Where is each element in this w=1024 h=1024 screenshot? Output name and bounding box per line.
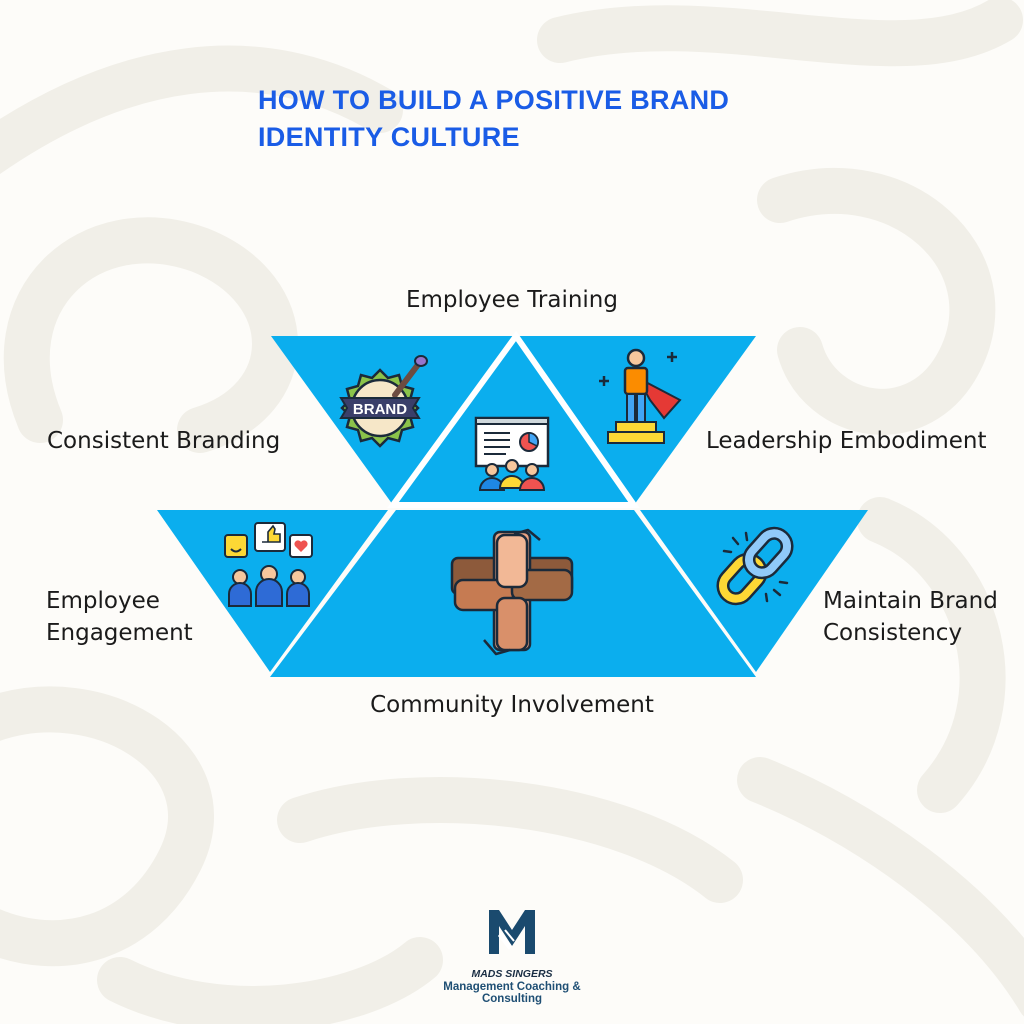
company-logo: MADS SINGERS Management Coaching & Consu… (412, 906, 612, 1006)
m-logo-mark-icon (489, 910, 535, 954)
label-employee-engagement: Employee Engagement (46, 585, 193, 649)
logo-company-name: MADS SINGERS (471, 968, 553, 980)
label-maintain-brand-consistency-line-2: Consistency (823, 620, 963, 646)
hero-on-podium-icon (599, 348, 682, 444)
title-line-1: HOW TO BUILD A POSITIVE BRAND (258, 85, 730, 115)
feedback-people-icon (224, 522, 313, 607)
label-leadership-embodiment: Leadership Embodiment (706, 428, 987, 454)
label-employee-engagement-line-2: Engagement (46, 620, 193, 646)
title-line-2: IDENTITY CULTURE (258, 122, 520, 152)
label-consistent-branding: Consistent Branding (47, 428, 281, 454)
infographic-title: HOW TO BUILD A POSITIVE BRAND IDENTITY C… (258, 82, 818, 156)
label-community-involvement: Community Involvement (370, 692, 654, 718)
brand-badge-icon: BRAND (339, 355, 428, 448)
label-maintain-brand-consistency: Maintain Brand Consistency (823, 585, 998, 649)
brand-badge-text: BRAND (353, 401, 407, 418)
presentation-board-icon (474, 416, 550, 491)
label-employee-training: Employee Training (406, 287, 618, 313)
joined-hands-icon (450, 528, 574, 656)
label-maintain-brand-consistency-line-1: Maintain Brand (823, 588, 998, 614)
label-employee-engagement-line-1: Employee (46, 588, 160, 614)
logo-tagline: Management Coaching & Consulting (443, 981, 581, 1005)
chain-link-icon (716, 526, 794, 606)
